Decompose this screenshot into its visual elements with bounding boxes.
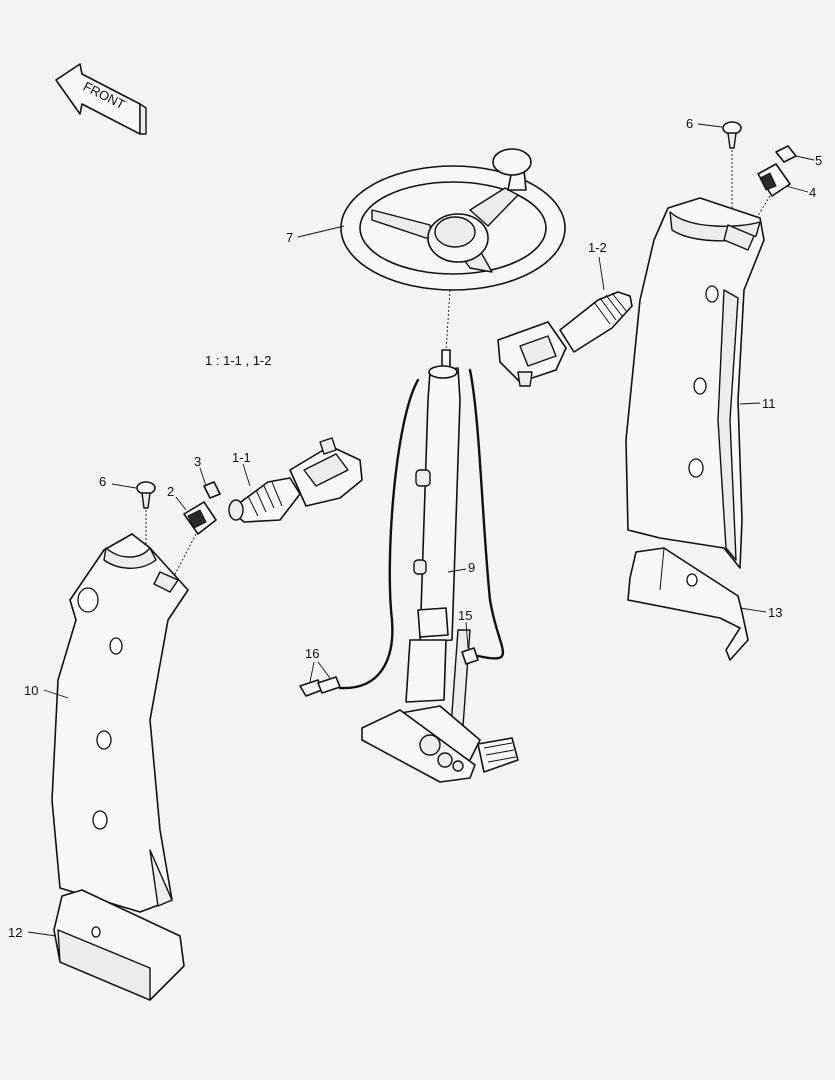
callout-12: 12 <box>8 925 22 940</box>
callout-7: 7 <box>286 230 293 245</box>
callout-2: 2 <box>167 484 174 499</box>
callout-9: 9 <box>468 560 475 575</box>
callout-16: 16 <box>305 646 319 661</box>
right-cover-panel <box>625 197 765 569</box>
clip-3 <box>203 481 221 499</box>
combination-switch-right <box>497 291 633 387</box>
leader-lines <box>27 123 815 937</box>
wire-harness <box>299 368 505 697</box>
steering-column <box>361 349 519 783</box>
left-lower-cover <box>53 889 185 1001</box>
left-cover-panel <box>51 533 189 913</box>
callout-13: 13 <box>768 605 782 620</box>
retainer-clip-left <box>136 481 156 565</box>
legend-note: 1 : 1-1 , 1-2 <box>205 353 271 368</box>
right-lower-cover <box>627 547 749 661</box>
callout-4: 4 <box>809 185 816 200</box>
callout-5: 5 <box>815 153 822 168</box>
callout-1-2: 1-2 <box>588 240 607 255</box>
callout-15: 15 <box>458 608 472 623</box>
callout-11: 11 <box>762 396 776 411</box>
retainer-clip-top <box>722 121 742 215</box>
switch-2 <box>171 501 217 581</box>
combination-switch-left <box>228 437 363 523</box>
callout-1-1: 1-1 <box>232 450 251 465</box>
front-arrow-icon: FRONT <box>55 63 147 135</box>
steering-wheel <box>340 148 566 353</box>
clip-5 <box>775 145 797 163</box>
callout-6-left: 6 <box>99 474 106 489</box>
callout-6-top: 6 <box>686 116 693 131</box>
callout-3: 3 <box>194 454 201 469</box>
callout-10: 10 <box>24 683 38 698</box>
